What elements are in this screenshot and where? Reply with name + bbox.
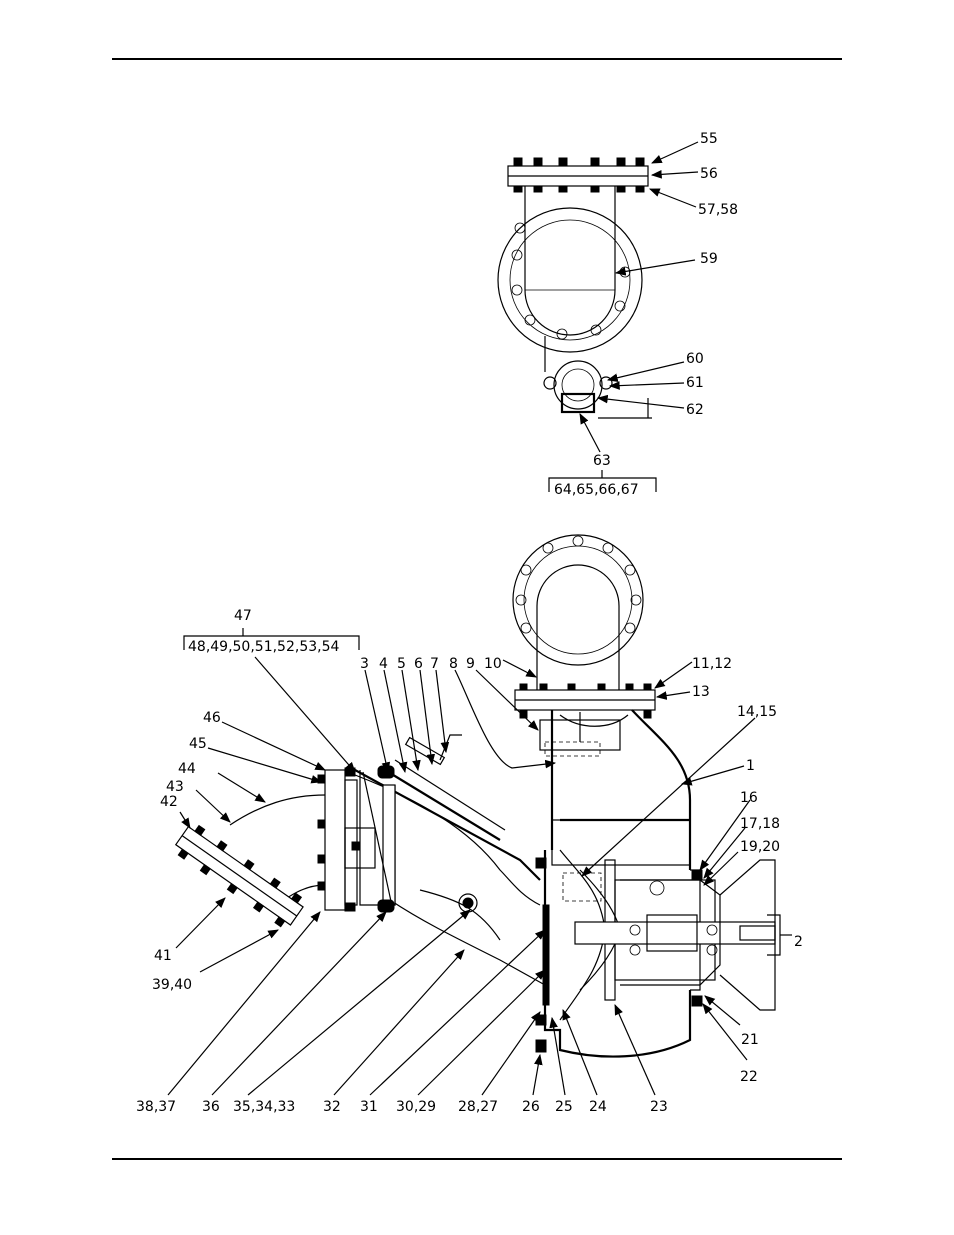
callout-28-27: 28,27 (458, 1099, 498, 1115)
callout-47: 47 (234, 608, 252, 624)
callout-45: 45 (189, 736, 207, 752)
callout-39-40: 39,40 (152, 977, 192, 993)
callout-57-58: 57,58 (698, 202, 738, 218)
callout-41: 41 (154, 948, 172, 964)
callout-63: 63 (593, 453, 611, 469)
callout-22: 22 (740, 1069, 758, 1085)
callout-11-12: 11,12 (692, 656, 732, 672)
callout-44: 44 (178, 761, 196, 777)
main-view-assembly: 47 48,49,50,51,52,53,54 3 4 5 6 7 8 9 10… (136, 535, 803, 1115)
callout-23: 23 (650, 1099, 668, 1115)
callout-3: 3 (360, 656, 369, 672)
callout-36: 36 (202, 1099, 220, 1115)
callout-31: 31 (360, 1099, 378, 1115)
callout-42: 42 (160, 794, 178, 810)
callout-21: 21 (741, 1032, 759, 1048)
callout-6: 6 (414, 656, 423, 672)
callout-7: 7 (430, 656, 439, 672)
callout-2: 2 (794, 934, 803, 950)
discharge-flange-holes (516, 536, 641, 633)
callout-46: 46 (203, 710, 221, 726)
callout-43: 43 (166, 779, 184, 795)
callout-24: 24 (589, 1099, 607, 1115)
callout-60: 60 (686, 351, 704, 367)
callout-5: 5 (397, 656, 406, 672)
callout-9: 9 (466, 656, 475, 672)
callout-1: 1 (746, 758, 755, 774)
callout-25: 25 (555, 1099, 573, 1115)
callout-59: 59 (700, 251, 718, 267)
callout-14-15: 14,15 (737, 704, 777, 720)
callout-38-37: 38,37 (136, 1099, 176, 1115)
callout-26: 26 (522, 1099, 540, 1115)
callout-4: 4 (379, 656, 388, 672)
callout-10: 10 (484, 656, 502, 672)
callout-48-54: 48,49,50,51,52,53,54 (188, 639, 339, 655)
callout-32: 32 (323, 1099, 341, 1115)
flange-bolt-holes (512, 223, 630, 339)
callout-61: 61 (686, 375, 704, 391)
callout-64-67: 64,65,66,67 (554, 482, 639, 498)
callout-8: 8 (449, 656, 458, 672)
callout-55: 55 (700, 131, 718, 147)
callout-30-29: 30,29 (396, 1099, 436, 1115)
callout-17-18: 17,18 (740, 816, 780, 832)
top-view-assembly: 55 56 57,58 59 60 61 62 63 64,65,66,67 (498, 131, 738, 498)
callout-16: 16 (740, 790, 758, 806)
callout-19-20: 19,20 (740, 839, 780, 855)
callout-13: 13 (692, 684, 710, 700)
callout-56: 56 (700, 166, 718, 182)
callout-35-34-33: 35,34,33 (233, 1099, 295, 1115)
callout-62: 62 (686, 402, 704, 418)
